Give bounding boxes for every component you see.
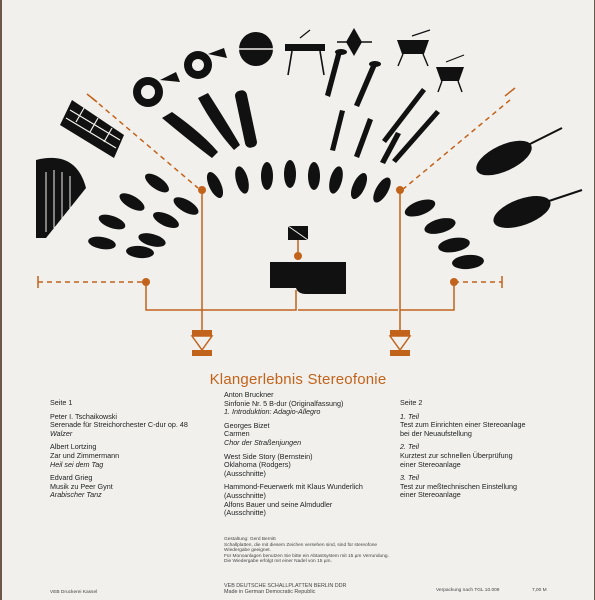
violin-icon — [235, 166, 249, 194]
fine-print-line: Schallplatten, die mit diesem Zeichen ve… — [224, 542, 378, 554]
trumpet-icon — [325, 49, 347, 97]
part-number: 1. Teil — [400, 411, 419, 421]
fine-print-line: Für Monoanlagen benutzen Sie bitte ein A… — [224, 553, 389, 559]
trumpet-icon — [354, 118, 373, 158]
side-label: Seite 2 — [400, 398, 423, 407]
marimba-icon — [60, 100, 124, 158]
violin-icon — [145, 173, 169, 193]
trumpet-icon — [380, 132, 401, 164]
part-text: einer Stereoanlage — [400, 459, 461, 469]
violin-icon — [308, 162, 320, 190]
viola-icon — [438, 237, 470, 253]
speaker-left-icon — [190, 330, 214, 356]
composer: Albert Lortzing — [50, 442, 97, 452]
album-title: Klangerlebnis Stereofonie — [209, 371, 387, 388]
grand-piano-icon — [270, 262, 346, 294]
violin-icon — [126, 245, 154, 259]
work-note: (Ausschnitte) — [224, 490, 266, 500]
work-title: Alfons Bauer und seine Almdudler — [224, 499, 333, 509]
movement: 1. Introduktion: Adagio-Allegro — [224, 407, 321, 417]
side-label: Seite 1 — [50, 398, 73, 407]
trombone-icon — [392, 110, 440, 163]
timpani-icon — [397, 29, 431, 67]
french-horn-icon — [184, 48, 227, 79]
part-text: bei der Neuaufstellung — [400, 428, 472, 438]
part-text: Test zur meßtechnischen Einstellung — [400, 481, 518, 491]
part-text: Kurztest zur schnellen Überprüfung — [400, 450, 513, 460]
french-horn-icon — [133, 72, 180, 107]
work-note: (Ausschnitte) — [224, 468, 266, 478]
trumpet-icon — [330, 110, 345, 151]
violin-icon — [284, 160, 296, 188]
credits: Gestaltung: Gerd Bernitt — [224, 537, 276, 542]
viola-icon — [404, 199, 436, 217]
work-title: Oklahoma (Rodgers) — [224, 460, 291, 470]
timpani-icon — [436, 54, 465, 93]
composer: Edvard Grieg — [50, 473, 93, 483]
conductor-podium-icon — [287, 225, 309, 241]
violin-icon — [153, 211, 179, 229]
made-in: Made in German Democratic Republic — [224, 588, 316, 595]
violin-icon — [98, 214, 126, 230]
violin-icon — [261, 162, 273, 190]
record-label: VEB DEUTSCHE SCHALLPLATTEN BERLIN DDR — [224, 583, 347, 589]
violin-icon — [119, 193, 145, 211]
trombone-icon — [382, 88, 426, 143]
double-bass-icon — [476, 127, 563, 176]
speaker-right-icon — [388, 330, 412, 356]
composer: Georges Bizet — [224, 420, 270, 430]
saxophone-icon — [198, 93, 240, 150]
part-number: 2. Teil — [400, 442, 419, 452]
violin-icon — [88, 236, 116, 250]
composer: Peter I. Tschaikowski — [50, 411, 117, 421]
xylophone-icon — [285, 29, 325, 76]
fine-print: Gestaltung: Gerd Bernitt Schallplatten, … — [224, 537, 404, 565]
violin-icon — [373, 177, 391, 203]
double-bass-icon — [493, 189, 583, 228]
work-title: West Side Story (Bernstein) — [224, 451, 313, 461]
viola-icon — [424, 218, 456, 234]
work-title: Musik zu Peer Gynt — [50, 481, 113, 491]
cymbal-icon — [337, 28, 372, 56]
fine-print-line: Die Wiedergabe erfolgt mit einer Nadel v… — [224, 559, 332, 565]
movement: Chor der Straßenjungen — [224, 437, 302, 447]
side-one-column: Seite 1 Peter I. Tschaikowski Serenade f… — [50, 398, 220, 505]
bass-drum-icon — [238, 32, 274, 66]
label-info: VEB DEUTSCHE SCHALLPLATTEN BERLIN DDR Ma… — [224, 583, 404, 595]
price: 7,00 M — [532, 588, 547, 593]
work-title: Carmen — [224, 429, 250, 439]
viola-icon — [452, 254, 484, 270]
work-title: Serenade für Streichorchester C-dur op. … — [50, 420, 188, 430]
side-two-column: Seite 2 1. Teil Test zum Einrichten eine… — [400, 398, 550, 505]
trumpet-icon — [354, 61, 381, 107]
violin-icon — [206, 172, 224, 198]
movement: Walzer — [50, 428, 73, 438]
printer-info: VEB Druckerei Kassel — [50, 590, 98, 595]
violin-icon — [350, 173, 368, 199]
orchestra-seating-diagram — [36, 28, 583, 356]
part-number: 3. Teil — [400, 473, 419, 483]
work-note: (Ausschnitte) — [224, 508, 266, 518]
movement: Heil sei dem Tag — [50, 459, 104, 469]
violin-icon — [138, 233, 166, 247]
movement: Arabischer Tanz — [50, 490, 102, 500]
packaging-info: Verpackung nach TGL 10.009 — [436, 588, 500, 593]
side-one-continued-column: Anton Bruckner Sinfonie Nr. 5 B-dur (Ori… — [224, 390, 394, 523]
composer: Anton Bruckner — [224, 390, 274, 399]
work-title: Sinfonie Nr. 5 B-dur (Originalfassung) — [224, 398, 344, 408]
work-title: Hammond-Feuerwerk mit Klaus Wunderlich — [224, 482, 363, 492]
harp-icon — [36, 157, 86, 238]
bassoon-icon — [235, 90, 257, 148]
violin-icon — [173, 197, 199, 215]
part-text: einer Stereoanlage — [400, 490, 461, 500]
part-text: Test zum Einrichten einer Stereoanlage — [400, 420, 526, 430]
work-title: Zar und Zimmermann — [50, 450, 120, 460]
saxophone-icon — [162, 112, 218, 158]
violin-icon — [329, 166, 343, 194]
